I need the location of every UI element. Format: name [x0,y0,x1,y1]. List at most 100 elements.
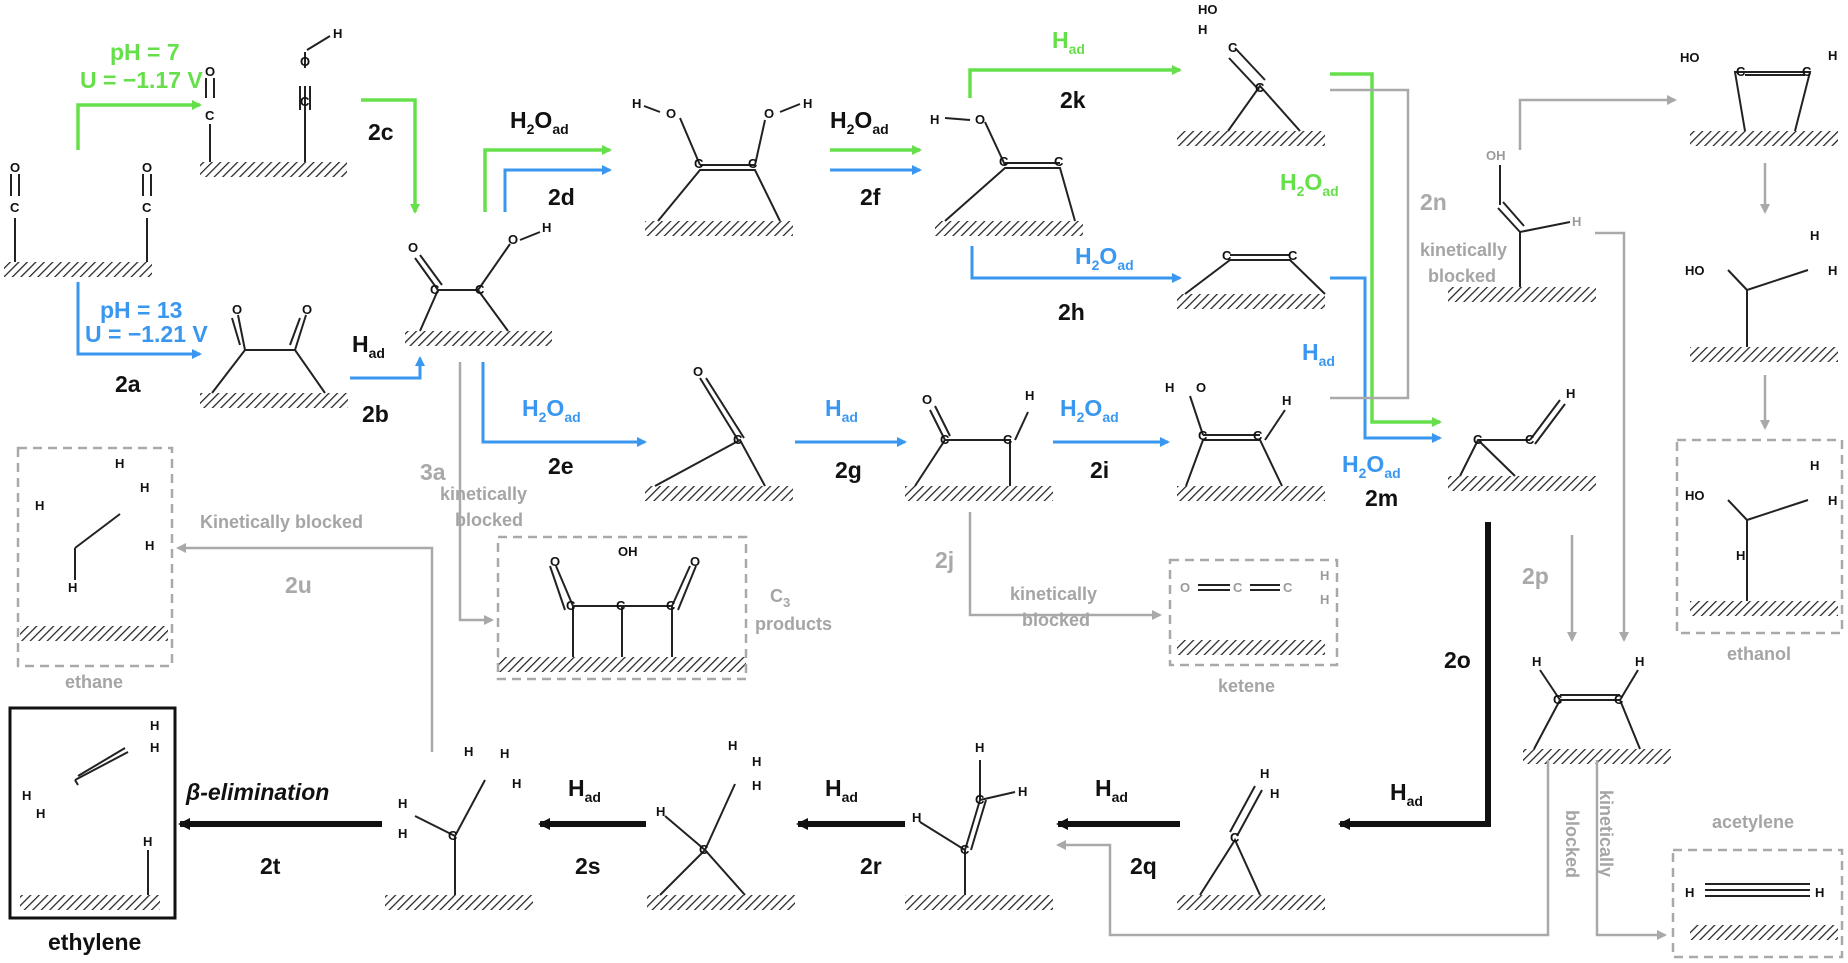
arrow-gray [1330,88,1410,400]
surface [405,331,552,346]
reagent-h2o: H2Oad [522,395,581,425]
step-label-2f: 2f [860,184,881,210]
reagent-h-ad: Had [1095,775,1128,805]
reagent-h2o: H2Oad [1060,395,1119,425]
kinetically-vertical-label: kinetically [1596,790,1616,877]
atom-label: H [500,746,509,761]
atom-label: H [1270,786,1279,801]
step-label-2a: 2a [115,371,141,397]
atom-label: OH [1486,148,1506,163]
ketene-box [1168,558,1339,667]
reagent-h-ad: Had [1390,779,1423,809]
atom-label: C [205,108,215,123]
atom-label: H [1018,784,1027,799]
arrow-black [1338,522,1491,830]
step-label-2o: 2o [1444,647,1471,673]
step-label-2n: 2n [1420,189,1447,215]
atom-label: H [1198,22,1207,37]
surface [1690,601,1838,616]
surface [1177,895,1325,910]
blocked-label: blocked [455,510,523,530]
atom-label: H [1260,766,1269,781]
surface [1690,131,1838,146]
ketene-label: ketene [1218,676,1275,696]
atom-label: H [398,796,407,811]
atom-label: H [150,740,159,755]
atom-label: H [464,744,473,759]
atom-label: C [142,200,152,215]
atom-label: O [1180,580,1190,595]
atom-label: H [143,834,152,849]
surface [1177,131,1325,146]
atom-label: C [1222,248,1232,263]
reagent-h2o: H2Oad [830,107,889,137]
reagent-h2o: H2Oad [1342,451,1401,481]
surface [647,895,795,910]
ethanol-label: ethanol [1727,644,1791,664]
reagent-h2o: H2Oad [510,107,569,137]
surface [1690,347,1838,362]
atom-label: H [22,788,31,803]
atom-label: C [1288,248,1298,263]
kinetically-label: kinetically [440,484,527,504]
atom-label: O [690,554,700,569]
step-label-2k: 2k [1060,87,1086,113]
atom-label: C [430,282,440,297]
step-labels: 2a 2b 2c 2d 2e 2f 2g 2h 2i 2k 2m 2o 2q 2… [115,87,1471,879]
kinetically-blocked-label: Kinetically blocked [200,512,363,532]
atom-label: C [1553,692,1563,707]
reagent-h-ad: Had [1052,27,1085,57]
atom-label: H [115,456,124,471]
surface [498,657,746,672]
green-potential-label: U = −1.17 V [80,67,203,93]
atom-label: H [1815,885,1824,900]
blue-arrows [76,165,1442,447]
kinetically-label: kinetically [1420,240,1507,260]
atom-label: H [140,480,149,495]
surface [20,895,160,910]
blue-ph-label: pH = 13 [100,297,182,323]
atom-label: C [1228,40,1238,55]
atom-label: C [1198,428,1208,443]
surface-slabs [4,131,1838,940]
atom-label: H [150,718,159,733]
step-label-2r: 2r [860,853,882,879]
ethanol-box [1675,438,1844,635]
atom-label: C [1802,64,1812,79]
arrow-green [1330,72,1442,427]
green-ph-label: pH = 7 [110,39,180,65]
surface [1690,925,1838,940]
reagent-labels: H2Oad H2Oad Had H2Oad H2Oad Had H2Oad Ha… [352,27,1423,809]
atom-label: OH [618,544,638,559]
atom-label: O [302,302,312,317]
step-label-2g: 2g [835,457,862,483]
atom-label: O [232,302,242,317]
atom-label: C [960,842,970,857]
atom-label: C [733,432,743,447]
step-label-2m: 2m [1365,485,1398,511]
atom-label: HO [1685,263,1705,278]
step-label-3a: 3a [420,459,446,485]
atom-label: C [566,598,576,613]
atom-label: C [1525,432,1535,447]
atom-label: H [1165,380,1174,395]
atom-label: C [1054,154,1064,169]
c3-products-label: products [755,614,832,634]
acetylene-box [1671,848,1844,959]
arrow-gray [1056,760,1550,937]
arrow-blue [503,165,612,212]
surface [1448,476,1596,491]
atom-label: H [1810,228,1819,243]
surface [935,221,1083,236]
arrow-blue [350,356,425,380]
green-arrows [76,65,1442,427]
ethane-label: ethane [65,672,123,692]
surface [1177,294,1325,309]
step-label-2p: 2p [1522,563,1549,589]
arrow-gray [1595,760,1667,940]
atom-label: C [699,842,709,857]
atom-label: C [475,282,485,297]
kinetically-label: kinetically [1010,584,1097,604]
arrow-green [968,65,1182,98]
surface [20,626,168,641]
